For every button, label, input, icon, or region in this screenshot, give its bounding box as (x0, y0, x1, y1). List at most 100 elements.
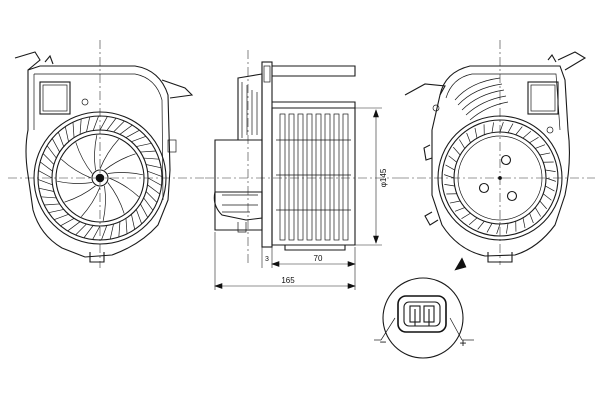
connector-plus-label: + (459, 336, 466, 350)
fin (333, 113, 340, 241)
blade (131, 214, 136, 230)
ring-tooth (486, 223, 493, 233)
spoke (102, 185, 106, 221)
blade (60, 218, 75, 227)
ring-tooth (449, 200, 461, 204)
fin (288, 113, 295, 241)
blade (92, 225, 101, 240)
blade (64, 126, 69, 142)
fin (342, 113, 349, 241)
side-view: φ145 70 3 165 (205, 50, 400, 290)
ring-tooth (539, 152, 551, 156)
front-view (8, 40, 205, 268)
ring-tooth (496, 223, 501, 235)
blade (86, 116, 91, 133)
blade (38, 170, 53, 179)
blade (143, 197, 154, 211)
blade (147, 170, 163, 177)
ring-tooth (477, 221, 485, 230)
blade (113, 120, 125, 133)
blade (109, 223, 114, 240)
spoke (75, 142, 93, 174)
ring-tooth (545, 177, 557, 182)
ring-tooth (522, 217, 526, 229)
blade (83, 225, 94, 239)
ring-tooth (507, 123, 514, 133)
ref-3-dimension: 3 (265, 256, 269, 263)
blade (140, 203, 149, 218)
wheel-blades (37, 115, 163, 241)
blade (147, 177, 162, 186)
fin (324, 113, 331, 241)
spoke (57, 180, 93, 184)
blade (75, 223, 87, 236)
blade (44, 203, 60, 206)
fin (306, 113, 313, 241)
rear-view (400, 40, 595, 265)
blade (51, 138, 60, 153)
fin (297, 113, 304, 241)
ring-tooth (499, 121, 504, 133)
spoke (64, 185, 96, 203)
ring-tooth (445, 164, 455, 171)
fin (279, 113, 286, 241)
ring-tooth (491, 122, 494, 133)
ring-tooth (466, 132, 471, 143)
ring-tooth (443, 174, 455, 179)
blade (38, 187, 55, 192)
blade (125, 129, 140, 138)
ring-tooth (506, 223, 509, 234)
blade (37, 179, 53, 186)
ring-tooth (454, 207, 465, 212)
ring-tooth (545, 169, 556, 172)
blade (46, 145, 57, 159)
diameter-dimension: φ145 (379, 168, 388, 187)
blade (58, 131, 65, 147)
blade (99, 116, 108, 131)
rear-ring-teeth (443, 121, 557, 235)
ring-tooth (534, 207, 541, 217)
ring-tooth (535, 144, 546, 149)
blade (143, 157, 160, 160)
ring-tooth (461, 212, 471, 219)
blade (72, 122, 75, 138)
spoke (99, 139, 119, 170)
blade (145, 191, 158, 203)
ring-tooth (529, 137, 539, 144)
connector-minus-label: − (379, 335, 386, 349)
ring-tooth (448, 155, 457, 163)
fin (315, 113, 322, 241)
blade (42, 153, 55, 165)
length-70-dimension: 70 (314, 254, 323, 263)
blade (131, 136, 147, 143)
blade (39, 161, 53, 172)
blade (118, 221, 121, 238)
blade (79, 118, 82, 135)
spoke (104, 153, 136, 171)
blade (40, 196, 57, 199)
blade (136, 142, 152, 147)
connector-detail: − + (374, 257, 474, 359)
blade (135, 209, 142, 225)
spoke (108, 177, 139, 197)
blade (92, 115, 99, 131)
ring-tooth (545, 185, 555, 192)
spoke (107, 172, 143, 176)
blade (67, 221, 81, 232)
spoke (81, 186, 101, 217)
blade (101, 225, 108, 241)
blade (119, 124, 133, 135)
ring-tooth (543, 193, 552, 201)
ring-tooth (529, 213, 534, 224)
blade (140, 150, 156, 153)
overall-length-dimension: 165 (281, 276, 295, 285)
ring-tooth (474, 127, 478, 139)
blade (53, 213, 69, 220)
blade (48, 209, 64, 214)
ring-tooth (453, 146, 461, 156)
spoke (94, 135, 98, 171)
spoke (107, 182, 125, 214)
cage-fins (276, 113, 351, 241)
ring-tooth (468, 217, 478, 225)
